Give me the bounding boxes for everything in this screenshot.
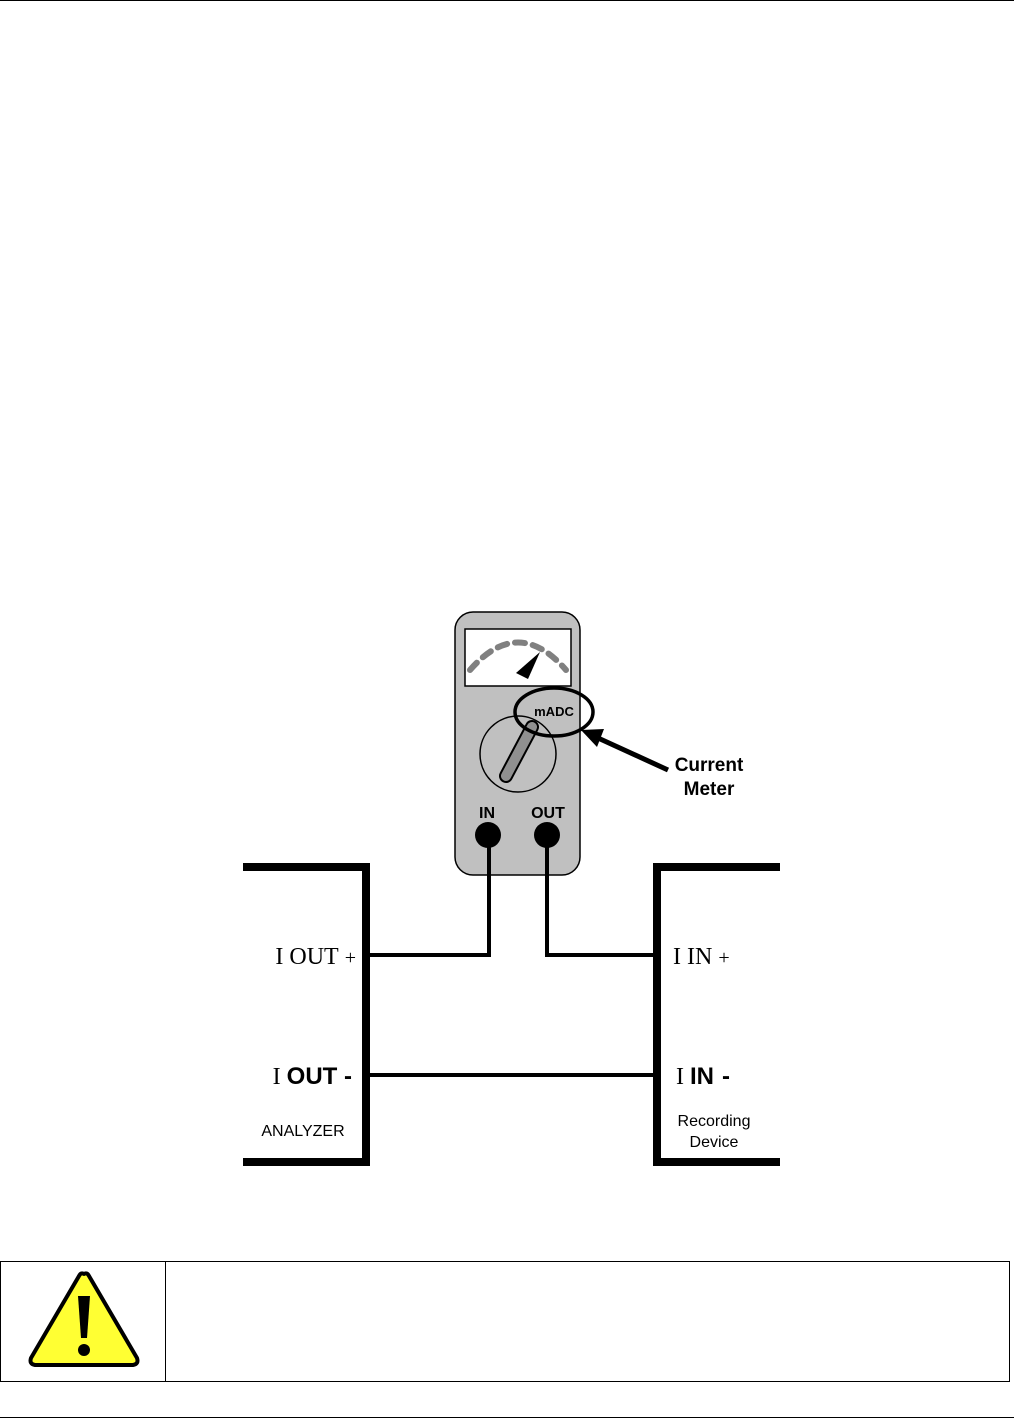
analyzer-label: ANALYZER (261, 1123, 344, 1140)
recorder-label-line2: Device (690, 1134, 739, 1151)
warning-triangle-icon (25, 1268, 143, 1377)
warning-box-divider (165, 1262, 166, 1381)
out-jack (534, 822, 560, 848)
out-jack-label: OUT (531, 805, 565, 822)
madc-highlight-ring (513, 686, 595, 738)
in-jack-label: IN (479, 805, 495, 822)
selector-pointer (501, 722, 537, 781)
top-rule (0, 0, 1014, 1)
recorder-bracket (653, 863, 780, 1166)
warning-box (0, 1261, 1010, 1382)
meter-needle (516, 652, 540, 679)
wire-meter-out-to-iin-plus (545, 840, 657, 957)
bottom-rule (0, 1417, 1014, 1418)
wire-iout-plus-to-meter-in (366, 840, 491, 957)
in-jack (475, 822, 501, 848)
madc-label: mADC (534, 704, 574, 719)
analyzer-bracket (243, 863, 370, 1166)
current-meter-callout: Current Meter (581, 729, 744, 800)
callout-arrow-head (581, 729, 604, 747)
recorder-label-line1: Recording (678, 1113, 751, 1130)
callout-arrow-shaft (596, 735, 670, 773)
current-meter: mADC IN OUT (454, 611, 595, 876)
callout-label-line1: Current (675, 755, 744, 776)
callout-label-line2: Meter (684, 779, 735, 800)
meter-scale-arc (467, 639, 569, 673)
